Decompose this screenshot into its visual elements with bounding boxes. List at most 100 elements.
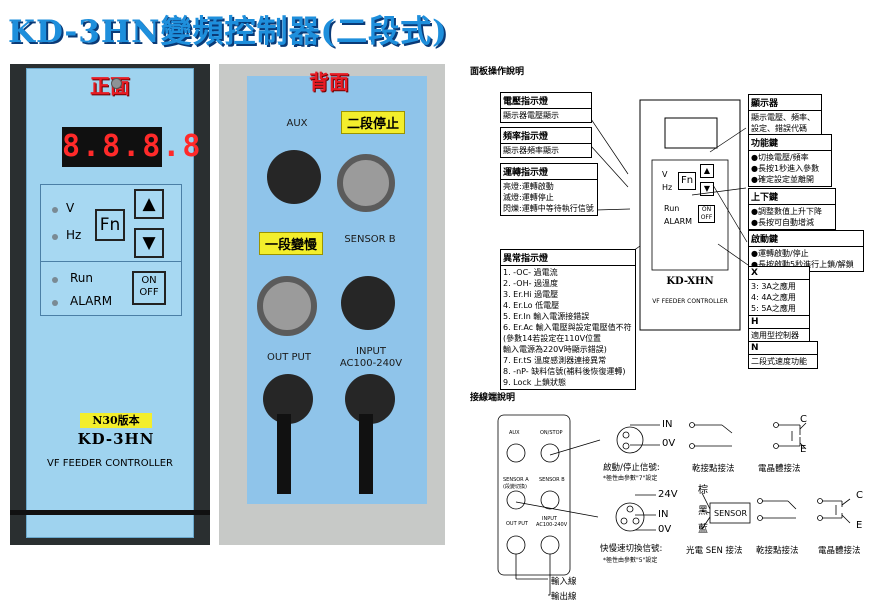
mini-control-area (651, 159, 729, 271)
fn-head: 功能鍵 (749, 135, 831, 151)
start-callout: 啟動鍵 ●運轉啟動/停止 ●長按啟動5秒進行上鎖/解鎖 (748, 230, 864, 272)
w-dry2: 乾接點接法 (756, 546, 799, 556)
n-body: 二段式速度功能 (751, 357, 807, 366)
alarm-callout: 異常指示燈 1. -OC- 過電流 2. -OH- 過溫度 3. Er.Hi 過… (500, 249, 636, 390)
x-head: X (749, 267, 809, 280)
w-sensor-a: SENSOR A (503, 477, 529, 483)
voltage-body: 顯示器電壓顯示 (503, 111, 559, 120)
alarm-line: 輸入電源為220V時顯示錯誤) (503, 345, 607, 354)
start-line: ●運轉啟動/停止 (751, 249, 809, 258)
w-24v: 24V (658, 489, 678, 500)
run-line: 閃爍:運轉中等待執行信號 (503, 204, 594, 213)
w-out-put: OUT PUT (506, 521, 528, 527)
wiring-title: 接線端說明 (470, 393, 516, 403)
input-port (341, 276, 395, 330)
w-in1: IN (662, 419, 673, 430)
display-callout: 顯示器 顯示電壓、頻率、 設定、錯誤代碼 (748, 94, 822, 136)
off-text: OFF (139, 287, 159, 298)
fn-lines: ●切換電壓/頻率 ●長按1秒進入參數 ●確定設定並離開 (749, 151, 831, 186)
w-aux: AUX (509, 430, 520, 436)
n-callout: N 二段式速度功能 (748, 341, 818, 369)
start-head: 啟動鍵 (749, 231, 863, 247)
on-off-button[interactable]: ON OFF (132, 271, 166, 305)
updown-line: ●長按可自動增減 (751, 218, 814, 227)
alarm-line: 8. -nP- 缺料信號(補料後恢復運轉) (503, 367, 626, 376)
run-callout: 運轉指示燈 亮燈:運轉啟動 滅燈:運轉停止 閃爍:運轉中等待執行信號 (500, 163, 598, 216)
w-photo: 光電 SEN 接法 (686, 546, 743, 556)
w-black: 黑 (698, 506, 708, 517)
x-lines: 3: 3A之應用 4: 4A之應用 5: 5A之應用 (749, 280, 809, 315)
sensor-b-label: SENSOR B (344, 234, 396, 245)
updown-line: ●調整數值上升下降 (751, 207, 822, 216)
control-divider (40, 261, 182, 262)
back-photo: 背面 AUX 二段停止 SENSOR B 一段變慢 OUT PUT INPUT … (219, 64, 445, 545)
alarm-line: 9. Lock 上鎖狀態 (503, 378, 566, 387)
model-label: KD-3HN (77, 430, 155, 448)
alarm-line: 4. Er.Lo 低電壓 (503, 301, 560, 310)
w-sensor-a-sub: (段變切換) (503, 484, 527, 490)
mini-up-icon: ▲ (700, 164, 714, 178)
mini-run-label: Run (664, 204, 680, 213)
run-head: 運轉指示燈 (501, 164, 597, 180)
w-stop-caption: 啟動/停止信號: (603, 463, 660, 473)
w-dry1: 乾接點接法 (692, 464, 735, 474)
sensor-b-connector (337, 154, 395, 212)
front-label: 正面 (90, 74, 130, 98)
on-text: ON (141, 275, 157, 286)
freq-head: 頻率指示燈 (501, 128, 591, 144)
mini-down-icon: ▼ (700, 182, 714, 196)
alarm-line: (參數14若設定在110V位置 (503, 334, 602, 343)
mini-on: ON (701, 206, 712, 213)
w-onstop: ON/STOP (540, 430, 563, 436)
front-photo: 正面 8.8.8.8 V Hz Fn ▲ ▼ Run ALARM ON OFF … (10, 64, 210, 545)
alarm-line: 1. -OC- 過電流 (503, 268, 558, 277)
w-in-line: 輸入線 (551, 577, 577, 587)
output-connector (257, 276, 317, 336)
x-line: 3: 3A之應用 (751, 282, 796, 291)
screw-icon (111, 78, 122, 89)
run-led-icon (52, 277, 58, 283)
w-speed-note: *極性由參數"5"設定 (603, 557, 658, 564)
fn-button[interactable]: Fn (95, 209, 125, 241)
run-lines: 亮燈:運轉啟動 滅燈:運轉停止 閃爍:運轉中等待執行信號 (501, 180, 597, 215)
alarm-lines: 1. -OC- 過電流 2. -OH- 過溫度 3. Er.Hi 過電壓 4. … (501, 266, 635, 389)
w-trans2: 電晶體接法 (818, 546, 861, 556)
n-head: N (749, 342, 817, 355)
mini-hz-label: Hz (662, 183, 673, 192)
freq-body: 顯示器頻率顯示 (503, 146, 559, 155)
run-line: 滅燈:運轉停止 (503, 193, 554, 202)
mini-display (664, 117, 718, 149)
alarm-led-icon (52, 300, 58, 306)
freq-callout: 頻率指示燈 顯示器頻率顯示 (500, 127, 592, 158)
w-sensor-box-label: SENSOR (714, 509, 748, 518)
up-button[interactable]: ▲ (134, 189, 164, 219)
alarm-label: ALARM (70, 294, 113, 308)
output-cable (277, 414, 291, 494)
w-out-line: 輸出線 (551, 592, 577, 602)
w-speed-caption: 快慢速切換信號: (600, 544, 663, 554)
updown-callout: 上下鍵 ●調整數值上升下降 ●長按可自動增減 (748, 188, 836, 230)
w-c1: C (800, 414, 807, 425)
hz-led-icon (52, 234, 58, 240)
w-c2: C (856, 490, 863, 501)
updown-lines: ●調整數值上升下降 ●長按可自動增減 (749, 205, 835, 229)
w-blue: 藍 (698, 524, 708, 535)
mini-controller-outline (639, 99, 741, 331)
w-stop-note: *極性由參數"7"設定 (603, 475, 658, 482)
alarm-line: 2. -OH- 過溫度 (503, 279, 559, 288)
h-head: H (749, 316, 809, 329)
page-title: KD-3HN變頻控制器(二段式) (8, 14, 448, 50)
run-label: Run (70, 271, 94, 285)
down-button[interactable]: ▼ (134, 228, 164, 258)
mini-alarm-label: ALARM (664, 217, 693, 226)
mini-model: KD-XHN (666, 276, 714, 287)
v-label: V (66, 201, 75, 215)
input-cable (359, 414, 373, 494)
h-body: 適用型控制器 (751, 331, 799, 340)
fn-line: ●長按1秒進入參數 (751, 164, 820, 173)
w-zero1: 0V (662, 438, 676, 449)
updown-head: 上下鍵 (749, 189, 835, 205)
x-line: 5: 5A之應用 (751, 304, 796, 313)
mini-fn-button: Fn (678, 172, 696, 190)
w-in2: IN (658, 509, 669, 520)
